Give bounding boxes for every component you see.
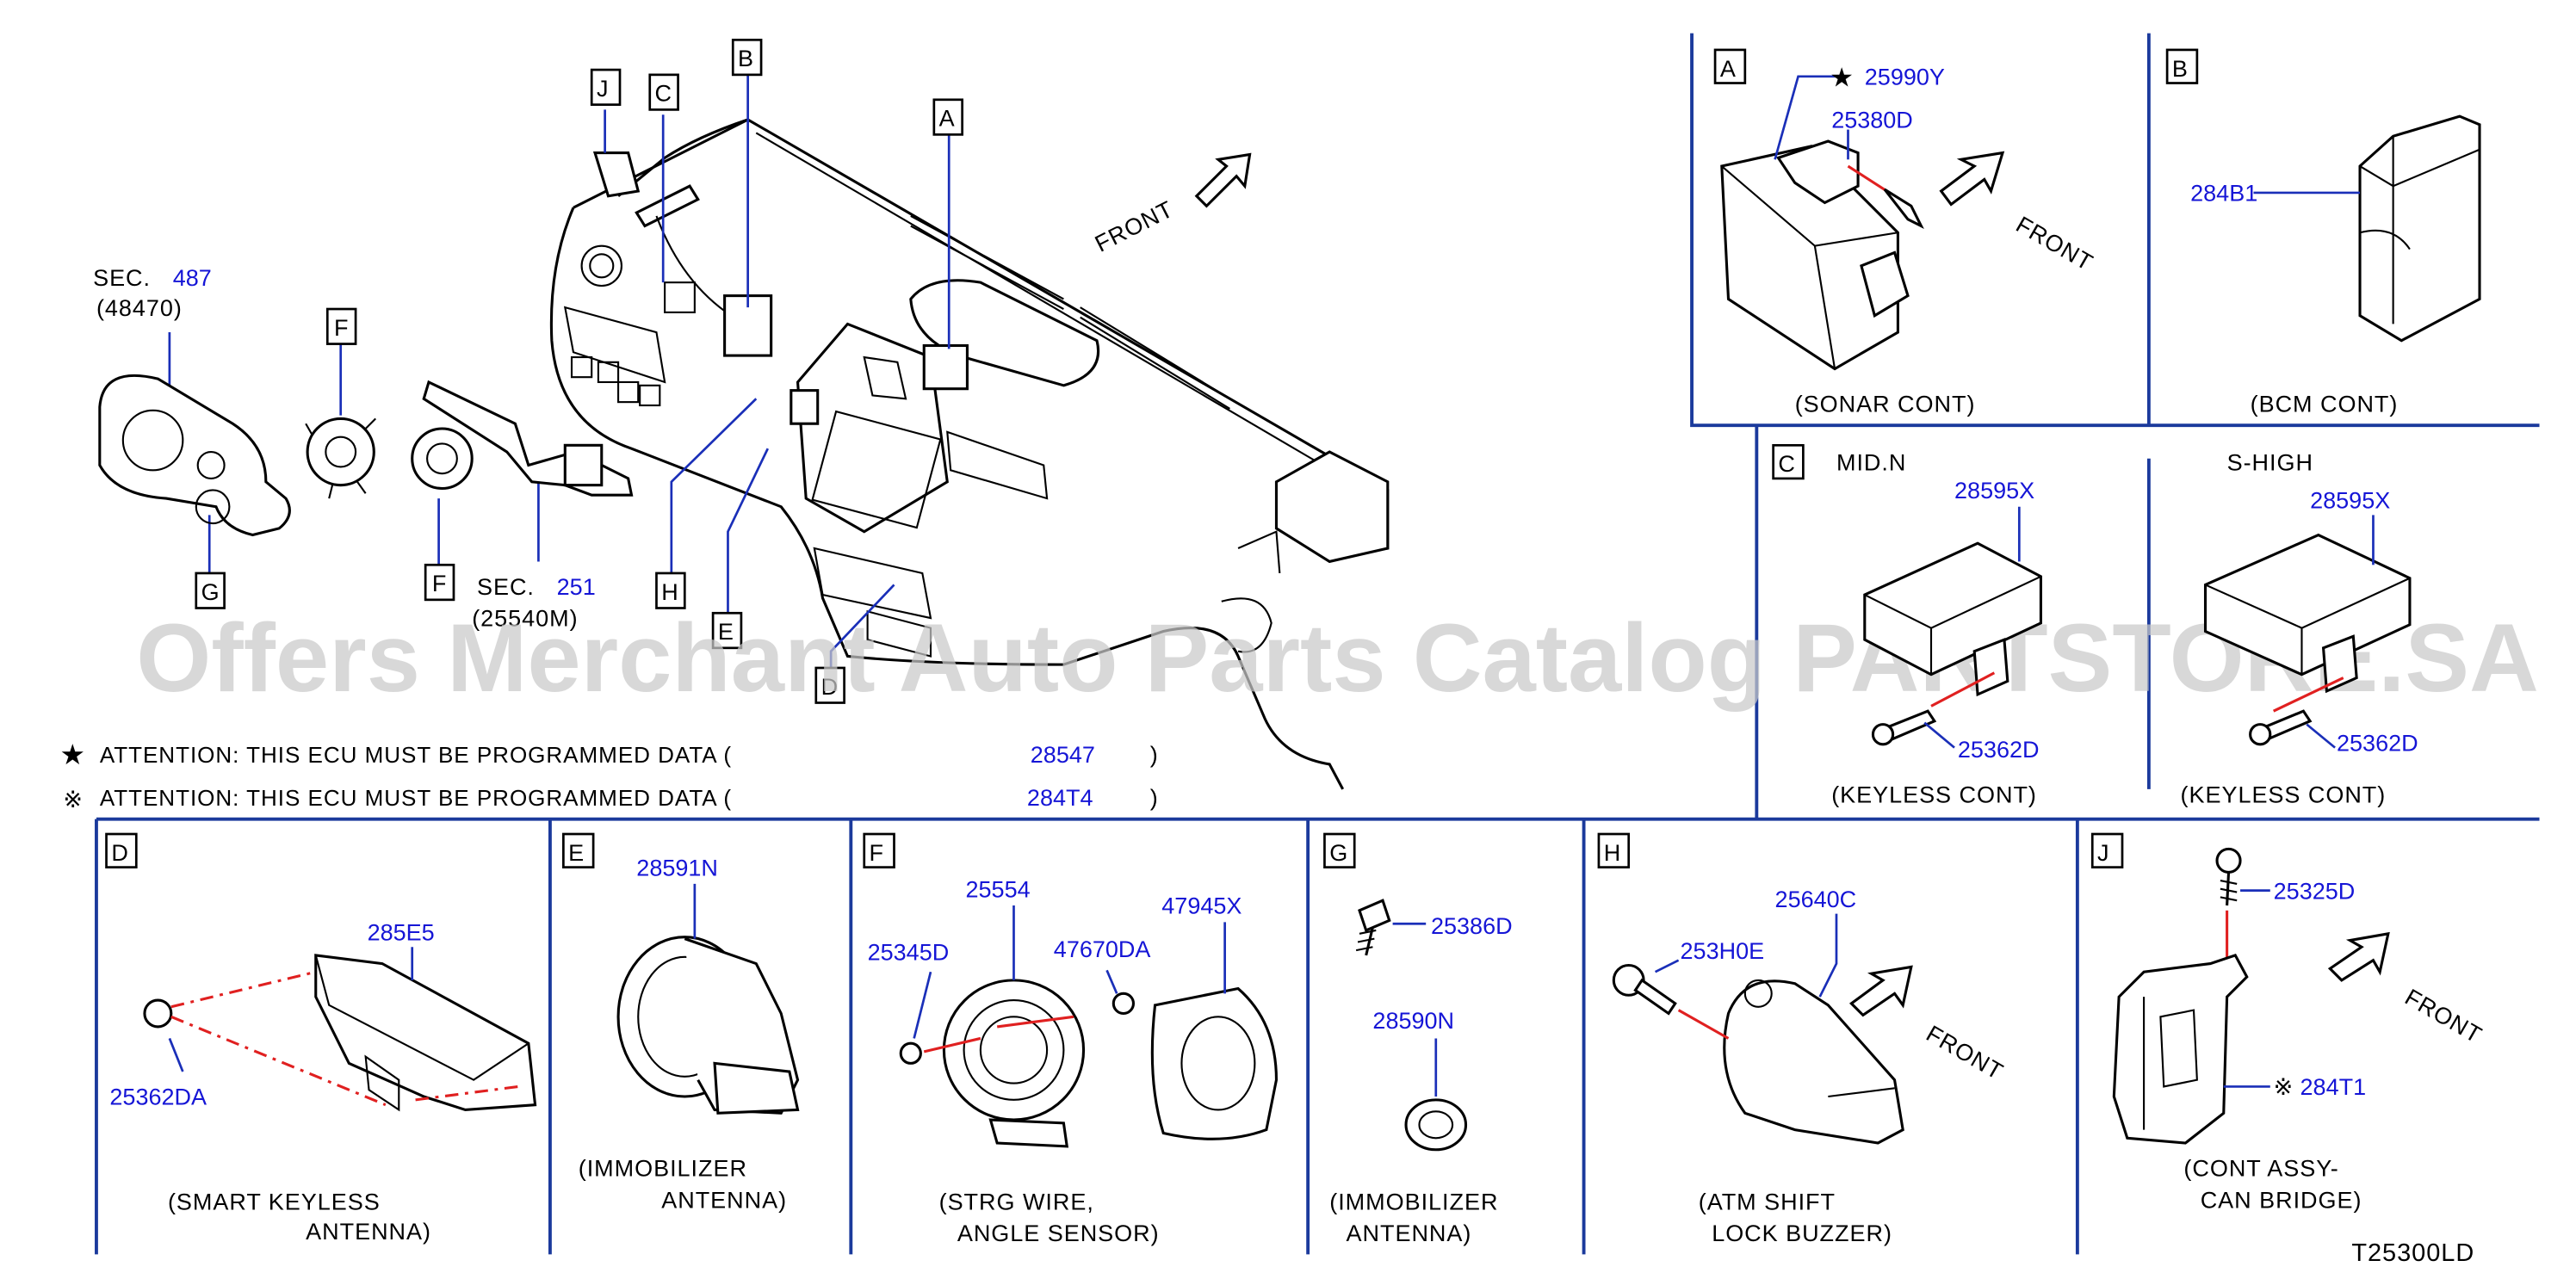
attention-1-code: 28547 [1031, 742, 1095, 768]
panel-J-letter: J [2097, 840, 2109, 866]
panel-F-caption-1: (STRG WIRE, [939, 1189, 1094, 1214]
main-front-label: FRONT [1091, 196, 1178, 257]
panel-H-caption-2: LOCK BUZZER) [1712, 1220, 1892, 1246]
panel-A-letter: A [1720, 56, 1737, 82]
callout-D: D [821, 674, 839, 700]
panel-H-part-1: 25640C [1775, 887, 1857, 912]
panel-C-caption-right: (KEYLESS CONT) [2181, 782, 2387, 807]
panel-C-mid-title: MID.N [1836, 449, 1906, 475]
panel-B-part: 284B1 [2190, 181, 2257, 207]
callout-C: C [655, 81, 672, 107]
panel-F-part-4: 47945X [1161, 893, 1242, 919]
sec-487-sub: (48470) [96, 295, 183, 321]
panel-J-part-2: 284T1 [2300, 1074, 2367, 1100]
callout-A: A [939, 106, 956, 132]
panel-C-caption-left: (KEYLESS CONT) [1831, 782, 2037, 807]
panel-F-part-2: 25345D [868, 940, 950, 966]
panel-C-high-screw: 25362D [2337, 730, 2418, 756]
panel-F-part-3: 47670DA [1054, 936, 1151, 962]
panel-D-smart-keyless-antenna: D 285E5 25362DA (SMART KEYLESS ANTENNA) [105, 832, 537, 1245]
panel-H-atm-shift-lock-buzzer: H 25640C 253H0E FRONT (ATM SHIFT LOCK BU… [1597, 832, 2008, 1246]
panel-H-front: FRONT [1922, 1021, 2008, 1085]
main-callouts: J C B A F G F H E D [195, 38, 963, 704]
panel-D-caption-1: (SMART KEYLESS [168, 1189, 381, 1214]
diagram-id: T25300LD [2351, 1239, 2474, 1267]
panel-frames [95, 33, 2540, 1255]
panel-E-immobilizer-antenna: E 28591N (IMMOBILIZER ANTENNA) [562, 832, 800, 1213]
panel-C-mid-part: 28595X [1954, 478, 2034, 504]
panel-G-part-1: 25386D [1431, 913, 1513, 939]
sec-251-prefix: SEC. [477, 574, 535, 600]
panel-A-front: FRONT [2012, 212, 2098, 276]
panel-J-caption-2: CAN BRIDGE) [2201, 1187, 2362, 1213]
panel-C-high-title: S-HIGH [2227, 449, 2313, 475]
panel-D-part-2: 25362DA [109, 1084, 207, 1110]
panel-A-part-2: 25380D [1831, 108, 1913, 133]
attention-1-text: ATTENTION: THIS ECU MUST BE PROGRAMMED D… [100, 742, 732, 768]
callout-F-top: F [334, 315, 349, 341]
callout-J: J [597, 76, 609, 102]
panel-G-immobilizer-antenna: G 25386D 28590N (IMMOBILIZER ANTENNA) [1323, 832, 1513, 1246]
sec-251-number: 251 [557, 574, 596, 600]
panel-J-cont-assy-can-bridge: J 25325D ※ 284T1 FRONT (CONT ASSY- CAN B… [2090, 832, 2486, 1213]
panel-C-letter: C [1778, 451, 1795, 477]
panel-E-caption-1: (IMMOBILIZER [579, 1156, 747, 1182]
attention-2-text: ATTENTION: THIS ECU MUST BE PROGRAMMED D… [100, 785, 732, 811]
attention-2-code: 284T4 [1027, 785, 1093, 811]
panel-J-caption-1: (CONT ASSY- [2183, 1156, 2338, 1182]
sec-487-number: 487 [173, 265, 212, 291]
panel-H-part-2: 253H0E [1681, 938, 1765, 964]
panel-C-keyless-cont: C MID.N S-HIGH 28595X 25362D (KEYLESS CO… [1772, 443, 2418, 807]
panel-C-mid-screw: 25362D [1958, 737, 2040, 763]
panel-A-star-symbol: ★ [1830, 62, 1855, 92]
panel-J-part-2-symbol: ※ [2274, 1074, 2294, 1100]
callout-H: H [661, 579, 678, 605]
panel-F-letter: F [870, 840, 884, 866]
panel-E-letter: E [568, 840, 585, 866]
panel-A-caption: (SONAR CONT) [1795, 392, 1976, 417]
main-front-indicator: FRONT [1091, 152, 1252, 257]
panel-F-strg-wire-angle-sensor: F 25554 25345D 47670DA 47945X (STRG WIRE… [863, 832, 1279, 1246]
attention-star-symbol: ★ [59, 738, 85, 770]
main-dashboard-view [98, 74, 1390, 790]
panel-E-caption-2: ANTENNA) [661, 1187, 787, 1213]
panel-H-letter: H [1604, 840, 1621, 866]
callout-E: E [718, 619, 734, 645]
callout-B: B [738, 46, 754, 71]
panel-F-caption-2: ANGLE SENSOR) [957, 1220, 1160, 1246]
callout-G: G [201, 579, 220, 605]
attention-2-close: ) [1150, 785, 1159, 811]
attention-1-close: ) [1150, 742, 1159, 768]
panel-A-part-1: 25990Y [1865, 64, 1945, 90]
panel-H-caption-1: (ATM SHIFT [1699, 1189, 1836, 1214]
panel-D-letter: D [111, 840, 128, 866]
panel-B-bcm-cont: B 284B1 (BCM CONT) [2165, 48, 2481, 417]
watermark-text: Offers Merchant Auto Parts Catalog PARTS… [136, 604, 2539, 712]
panel-C-high-part: 28595X [2310, 488, 2390, 514]
panel-B-caption: (BCM CONT) [2251, 392, 2399, 417]
panel-F-part-1: 25554 [966, 876, 1031, 902]
panel-J-front: FRONT [2400, 984, 2486, 1048]
panel-D-part-1: 285E5 [368, 920, 435, 946]
panel-E-part: 28591N [636, 855, 718, 880]
panel-G-part-2: 28590N [1372, 1008, 1454, 1034]
panel-A-sonar-cont: A ★ 25990Y 25380D FRONT (SONAR CONT) [1713, 48, 2098, 417]
panel-G-caption-1: (IMMOBILIZER [1329, 1189, 1498, 1214]
panel-G-letter: G [1329, 840, 1348, 866]
sec-251-sub: (25540M) [472, 606, 578, 632]
attention-kome-symbol: ※ [63, 787, 84, 813]
sec-487-prefix: SEC. [93, 265, 151, 291]
panel-D-caption-2: ANTENNA) [306, 1219, 431, 1245]
panel-G-caption-2: ANTENNA) [1347, 1220, 1472, 1246]
panel-B-letter: B [2172, 56, 2189, 82]
attention-notes: ★ ATTENTION: THIS ECU MUST BE PROGRAMMED… [59, 738, 1159, 813]
sec-labels: SEC. 487 (48470) SEC. 251 (25540M) [93, 265, 596, 632]
callout-F-bottom: F [432, 571, 447, 596]
panel-J-part-1: 25325D [2274, 878, 2356, 904]
